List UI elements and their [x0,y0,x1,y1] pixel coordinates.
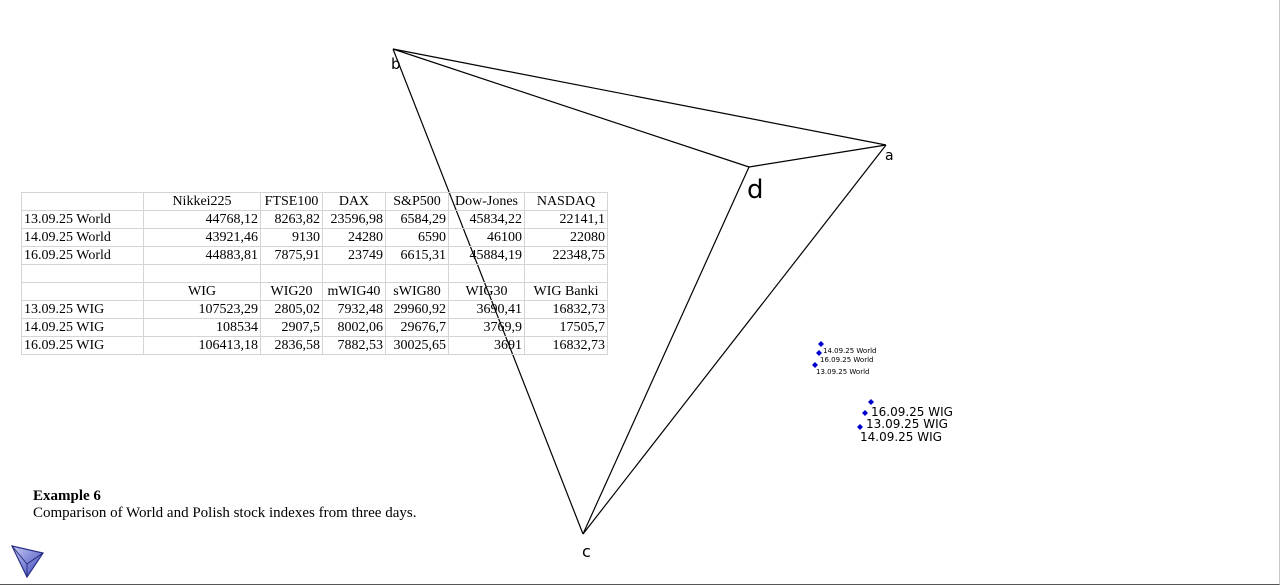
spacer-cell [260,264,323,283]
table-row: 16.09.25 World 44883,81 7875,91 23749 66… [21,246,608,265]
vertex-label-d: d [747,175,764,205]
row-label: 14.09.25 World [21,228,144,247]
edge-a-d [748,144,887,168]
point-label-13-09-world: 13.09.25 World [816,368,869,376]
spacer-cell [21,264,144,283]
table-cell: 45834,22 [448,210,525,229]
stock-index-table: Nikkei225 FTSE100 DAX S&P500 Dow-Jones N… [21,192,608,355]
table-cell: 6615,31 [385,246,449,265]
table-cell: 17505,7 [524,318,608,337]
column-header: DAX [322,192,386,211]
column-header: WIG Banki [524,282,608,301]
column-header: NASDAQ [524,192,608,211]
vertex-label-c: c [582,542,591,561]
point-label-14-09-world: 14.09.25 World [823,347,876,355]
column-header: sWIG80 [385,282,449,301]
point-marker-16-09-wig [868,399,874,405]
caption-text: Comparison of World and Polish stock ind… [33,505,417,521]
table-cell: 22348,75 [524,246,608,265]
spacer-cell [385,264,449,283]
table-cell: 2836,58 [260,336,323,355]
table-row: 14.09.25 World 43921,46 9130 24280 6590 … [21,228,608,247]
table-cell: 46100 [448,228,525,247]
table-cell: 3769,9 [448,318,525,337]
figure-caption: Example 6 Comparison of World and Polish… [33,488,416,522]
table-cell: 22080 [524,228,608,247]
point-label-16-09-wig: 16.09.25 WIG [871,405,953,419]
row-label: 14.09.25 WIG [21,318,144,337]
column-header: WIG30 [448,282,525,301]
edge-a-c [582,144,887,535]
point-marker-14-09-wig [857,424,863,430]
table-cell: 8263,82 [260,210,323,229]
point-marker-14-09-world [818,341,824,347]
row-label: 13.09.25 World [21,210,144,229]
table-cell: 45884,19 [448,246,525,265]
table-cell: 8002,06 [322,318,386,337]
table-cell: 6584,29 [385,210,449,229]
table-cell: 7875,91 [260,246,323,265]
table-row: 14.09.25 WIG 108534 2907,5 8002,06 29676… [21,318,608,337]
triangle-pointer-icon[interactable] [10,544,46,580]
edge-b-a [392,48,887,146]
spacer-cell [143,264,261,283]
table-cell: 106413,18 [143,336,261,355]
column-header: Dow-Jones [448,192,525,211]
row-label: 16.09.25 WIG [21,336,144,355]
point-label-16-09-world: 16.09.25 World [820,356,873,364]
table-header-row-world: Nikkei225 FTSE100 DAX S&P500 Dow-Jones N… [21,192,608,211]
point-label-14-09-wig: 14.09.25 WIG [860,430,942,444]
table-cell: 9130 [260,228,323,247]
table-spacer-row [21,264,608,283]
table-cell: 22141,1 [524,210,608,229]
table-cell: 16832,73 [524,336,608,355]
table-cell: 2805,02 [260,300,323,319]
table-cell: 43921,46 [143,228,261,247]
table-row: 13.09.25 World 44768,12 8263,82 23596,98… [21,210,608,229]
spacer-cell [524,264,608,283]
table-cell: 24280 [322,228,386,247]
column-header: Nikkei225 [143,192,261,211]
table-row: 13.09.25 WIG 107523,29 2805,02 7932,48 2… [21,300,608,319]
table-cell: 2907,5 [260,318,323,337]
row-label: 16.09.25 World [21,246,144,265]
table-cell: 7882,53 [322,336,386,355]
table-cell: 23596,98 [322,210,386,229]
column-header: FTSE100 [260,192,323,211]
table-cell: 23749 [322,246,386,265]
table-cell: 7932,48 [322,300,386,319]
table-cell: 29960,92 [385,300,449,319]
vertex-label-a: a [885,148,894,164]
row-label: 13.09.25 WIG [21,300,144,319]
point-marker-13-09-wig [862,410,868,416]
table-cell: 3690,41 [448,300,525,319]
table-cell: 16832,73 [524,300,608,319]
point-label-13-09-wig: 13.09.25 WIG [866,417,948,431]
edge-c-d [582,166,750,535]
edge-b-d [392,48,750,168]
table-cell: 3691 [448,336,525,355]
table-cell: 107523,29 [143,300,261,319]
vertex-label-b: b [391,55,401,73]
table-cell: 6590 [385,228,449,247]
table-corner-cell [21,282,144,301]
point-marker-13-09-world [812,362,818,368]
caption-title: Example 6 [33,488,101,504]
table-cell: 29676,7 [385,318,449,337]
spacer-cell [322,264,386,283]
spacer-cell [448,264,525,283]
table-cell: 108534 [143,318,261,337]
table-header-row-wig: WIG WIG20 mWIG40 sWIG80 WIG30 WIG Banki [21,282,608,301]
table-cell: 30025,65 [385,336,449,355]
table-corner-cell [21,192,144,211]
table-cell: 44768,12 [143,210,261,229]
column-header: S&P500 [385,192,449,211]
table-cell: 44883,81 [143,246,261,265]
column-header: WIG [143,282,261,301]
point-marker-16-09-world [816,350,822,356]
column-header: mWIG40 [322,282,386,301]
column-header: WIG20 [260,282,323,301]
table-row: 16.09.25 WIG 106413,18 2836,58 7882,53 3… [21,336,608,355]
